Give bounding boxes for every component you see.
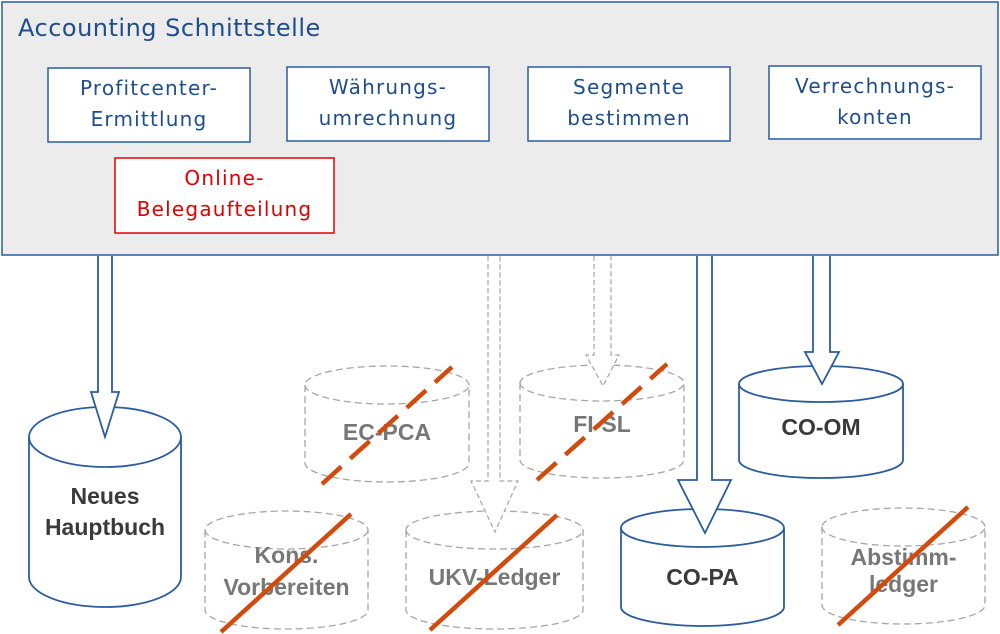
function-box-frame (527, 66, 731, 142)
flow-arrow (89, 256, 121, 441)
ledger-database: CO-OM (738, 365, 904, 479)
function-box-label: Ermittlung (91, 107, 208, 131)
ledger-label: CO-OM (781, 414, 860, 440)
cylinder-top (821, 526, 986, 547)
function-box-frame (768, 65, 982, 140)
function-box-label: konten (837, 105, 913, 129)
ledger-database: Abstimm-ledger (821, 505, 986, 627)
function-box: Online- Belegaufteilung (114, 157, 335, 234)
function-box-label: Verrechnungs- (795, 74, 955, 98)
strike-through-line (219, 512, 353, 634)
ledger-database: EC-PCA (304, 365, 470, 486)
strike-through-line (320, 365, 454, 486)
function-box: Verrechnungs-konten (768, 65, 982, 140)
cylinder-top (304, 384, 470, 405)
function-box-label: bestimmen (567, 106, 691, 130)
cylinder-body (738, 365, 904, 479)
cylinder-body (620, 508, 785, 627)
strike-through-line (836, 505, 970, 627)
ledger-label: Vorbereiten (223, 574, 349, 600)
cylinder-top (738, 383, 904, 403)
function-box-label: umrechnung (319, 106, 458, 130)
function-box-label: Online- (184, 166, 264, 190)
function-box-frame (47, 67, 251, 143)
cylinder-top (28, 436, 182, 468)
cylinder-top (204, 529, 369, 550)
ledger-database: UKV-Ledger (405, 510, 584, 632)
ledger-database: FI-SL (519, 362, 685, 482)
ledger-label: ledger (869, 571, 938, 597)
ledger-label: Neues (70, 483, 139, 509)
flow-arrow (803, 256, 841, 386)
flow-arrow (470, 256, 519, 534)
flow-arrow (584, 256, 620, 388)
function-box-label: Profitcenter- (80, 76, 218, 100)
cylinder-top (519, 382, 685, 402)
function-box-label: Segmente (573, 75, 685, 99)
ledger-label: UKV-Ledger (429, 564, 561, 590)
function-box-label: Belegaufteilung (137, 197, 313, 221)
strike-through-line (428, 513, 559, 632)
flow-arrow (676, 256, 733, 536)
ledger-label: Hauptbuch (45, 514, 165, 540)
function-box: Profitcenter- Ermittlung (47, 67, 251, 143)
function-box-frame (286, 66, 490, 142)
cylinder-body (28, 406, 182, 608)
cylinder-top (405, 529, 584, 550)
function-box: Währungs-umrechnung (286, 66, 490, 142)
strike-through-line (535, 362, 669, 482)
cylinder-top (620, 527, 785, 548)
function-box-frame (114, 157, 335, 234)
ledger-database: CO-PA (620, 508, 785, 627)
function-box: Segmente bestimmen (527, 66, 731, 142)
ledger-label: CO-PA (666, 564, 738, 590)
function-box-label: Währungs- (329, 75, 447, 99)
ledger-database: Kons.Vorbereiten (204, 510, 369, 634)
interface-title: Accounting Schnittstelle (18, 14, 321, 42)
